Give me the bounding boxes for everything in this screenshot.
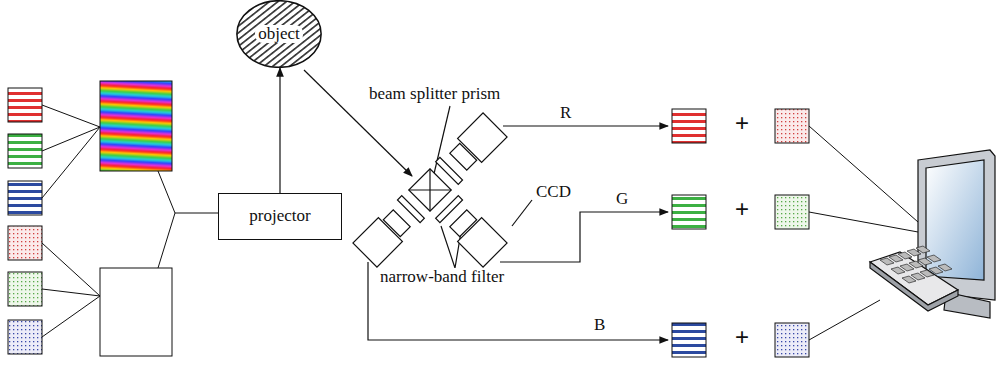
channel-label: B xyxy=(592,316,607,335)
plus-sign: + xyxy=(733,324,751,350)
plus-sign: + xyxy=(733,110,751,136)
callout-label: beam splitter prism xyxy=(367,85,502,104)
beam-splitter-assembly xyxy=(353,113,560,320)
channel-label: G xyxy=(614,190,630,209)
object-circle: object xyxy=(236,0,322,68)
channel-label: R xyxy=(558,104,573,123)
node-label: projector xyxy=(249,207,310,226)
callout-label: CCD xyxy=(534,183,573,202)
callout-label: narrow-band filter xyxy=(378,268,506,287)
computer-icon xyxy=(870,150,995,318)
beam-paths xyxy=(304,70,668,340)
projector-box: projector xyxy=(218,193,342,240)
node-label: object xyxy=(255,25,303,44)
plus-sign: + xyxy=(733,196,751,222)
arrow-connector xyxy=(279,68,280,193)
output-patterns xyxy=(672,109,918,357)
input-patterns xyxy=(8,81,218,356)
